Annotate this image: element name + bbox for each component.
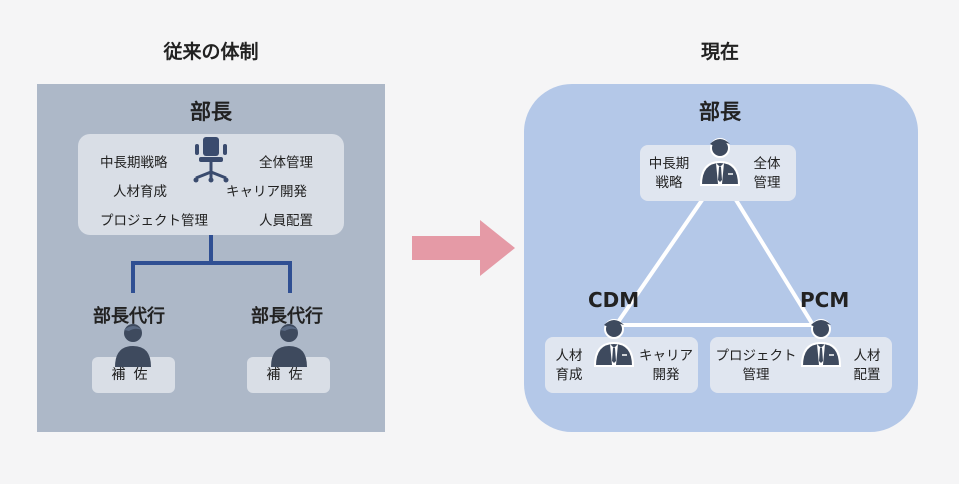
role-talent-development: 人材育成 (113, 184, 167, 200)
head-role-strategy: 中長期 戦略 (648, 156, 690, 191)
deputy-title-1: 部長代行 (93, 306, 165, 327)
transition-arrow-icon (412, 220, 515, 276)
old-head-label: 部長 (190, 100, 232, 124)
businessman-icon (699, 138, 741, 186)
role-staffing: 人員配置 (259, 213, 313, 229)
role-overall-management: 全体管理 (259, 155, 313, 171)
pcm-label: PCM (800, 288, 850, 312)
old-structure-title: 従来の体制 (163, 41, 259, 63)
pcm-role-project: プロジェクト 管理 (715, 348, 797, 383)
office-chair-icon (193, 137, 229, 183)
role-midlong-strategy: 中長期戦略 (100, 155, 168, 171)
deputy-title-2: 部長代行 (251, 306, 323, 327)
head-role-management: 全体 管理 (753, 156, 781, 191)
cdm-role-talent: 人材 育成 (555, 348, 583, 383)
assistant-label-2: 補佐 (266, 367, 311, 383)
pcm-roles-box (710, 337, 892, 393)
role-career-development: キャリア開発 (226, 184, 307, 200)
cdm-role-career: キャリア 開発 (639, 348, 693, 383)
pcm-role-staffing: 人材 配置 (853, 348, 881, 383)
businessman-icon (800, 319, 842, 367)
role-project-management: プロジェクト管理 (100, 213, 208, 229)
current-head-label: 部長 (699, 100, 741, 124)
assistant-box-1: 補佐 (92, 357, 175, 393)
person-icon (115, 324, 151, 367)
person-icon (271, 324, 307, 367)
cdm-label: CDM (588, 288, 640, 312)
assistant-label-1: 補佐 (111, 367, 156, 383)
businessman-icon (593, 319, 635, 367)
current-structure-title: 現在 (700, 41, 739, 63)
